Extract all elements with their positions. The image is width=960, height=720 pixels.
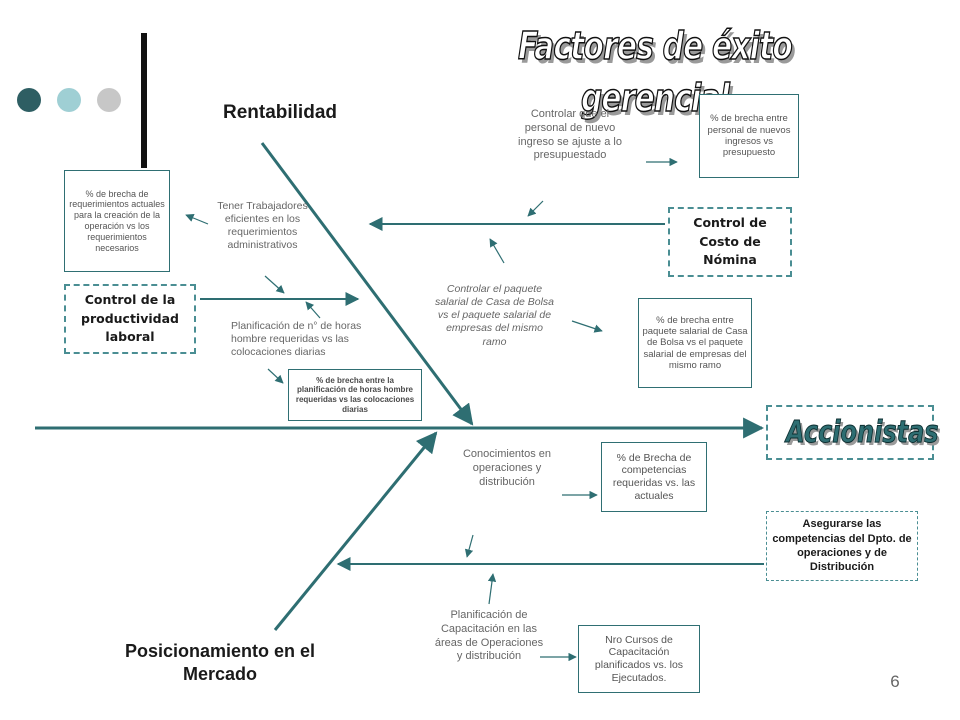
metric-paquete-salarial: % de brecha entre paquete salarial de Ca… [638,298,752,388]
cause-personal-nuevo-ingreso: Controlar que el personal de nuevo ingre… [518,108,622,162]
metric-cursos-capacitacion: Nro Cursos de Capacitación planificados … [578,625,700,693]
head-productividad: Control de la productividad laboral [64,284,196,354]
category-rentabilidad: Rentabilidad [222,102,337,123]
head-competencias: Asegurarse las competencias del Dpto. de… [766,511,918,581]
arrow-nomina-cause1-down [527,200,544,217]
cause-planificacion-capacitacion: Planificación de Capacitación en las áre… [434,609,544,663]
cause-trabajadores-eficientes: Tener Trabajadores eficientes en los req… [217,200,308,252]
effect-label: Accionistas [786,415,939,451]
cause-planificacion-horas: Planificación de n° de horas hombre requ… [231,320,362,359]
metric-personal-nuevo-ingreso: % de brecha entre personal de nuevos ing… [699,94,799,178]
decor-dot-gray [97,88,121,112]
metric-planificacion-horas: % de brecha entre la planificación de ho… [288,369,422,421]
arrow-cause1-to-metric1 [185,213,209,225]
arrow-comp-cause1-down [464,534,474,558]
cause-conocimientos: Conocimientos en operaciones y distribuc… [462,448,552,488]
metric-requerimientos: % de brecha de requerimientos actuales p… [64,170,170,272]
slide-title: Factores de éxito gerencial [517,23,793,121]
head-nomina: Control de Costo de Nómina [668,207,792,277]
decor-dot-dark [17,88,41,112]
decor-dot-light [57,88,81,112]
bone-posicionamiento [273,431,438,631]
arrow-cause1-down [264,275,285,294]
arrow-nomina-cause2-up [489,238,505,264]
effect-box [766,405,934,460]
arrow-cause2-up [305,301,321,319]
arrow-nomina-to-metric2 [571,320,603,333]
cause-paquete-salarial: Controlar el paquete salarial de Casa de… [434,283,555,348]
arrow-cause2-to-metric2 [267,368,284,384]
title-divider-bar [141,33,147,168]
bone-rentabilidad [260,142,474,426]
category-posicionamiento: Posicionamiento en el Mercado [124,641,316,684]
arrow-comp-cause2-up [487,573,497,605]
metric-brecha-competencias: % de Brecha de competencias requeridas v… [601,442,707,512]
page-number: 6 [890,672,900,691]
